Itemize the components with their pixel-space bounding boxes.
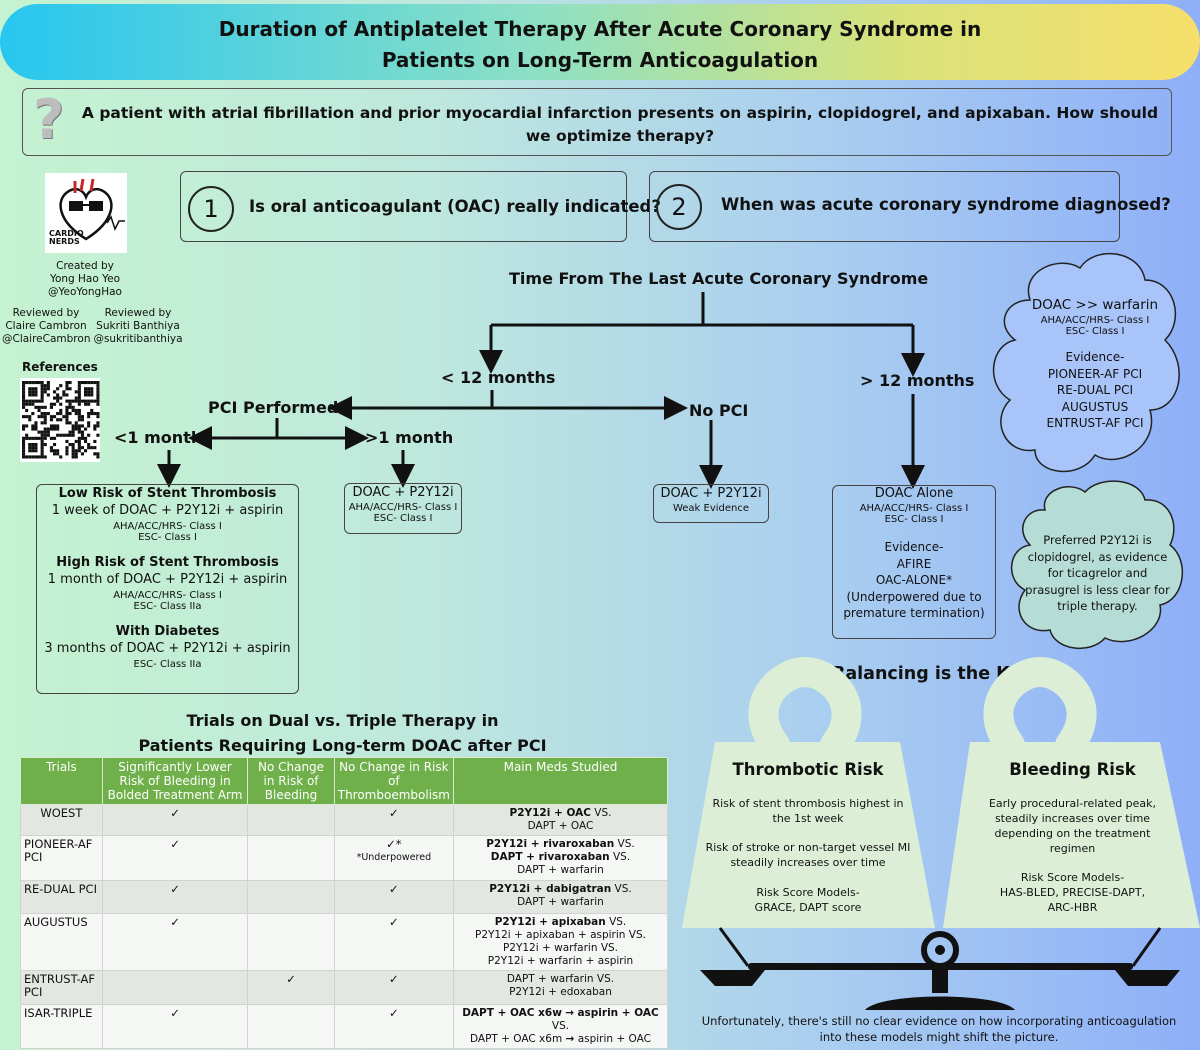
trials-table: Trials Significantly Lower Risk of Bleed… [20, 757, 669, 1049]
step-1-box [180, 171, 627, 242]
col-header-lower-bleeding: Significantly Lower Risk of Bleeding in … [101, 757, 249, 805]
logo-heart-icon [59, 178, 125, 241]
references-qr-code[interactable] [20, 378, 100, 462]
reviewer-1: Reviewed by Claire Cambron @ClaireCambro… [2, 307, 91, 345]
step-1-number: 1 [188, 186, 234, 232]
cloud-1-shape [993, 252, 1180, 472]
step-2-text: When was acute coronary syndrome diagnos… [721, 195, 1171, 214]
flow-lt12-label: < 12 months [441, 368, 556, 387]
box-less-than-1-month: Low Risk of Stent Thrombosis 1 week of D… [36, 484, 299, 694]
box-no-pci: DOAC + P2Y12i Weak Evidence [653, 484, 769, 523]
qr-code-icon [22, 381, 100, 459]
trials-title: Trials on Dual vs. Triple Therapy in Pat… [138, 711, 547, 755]
step-2-number: 2 [656, 184, 702, 230]
cloud-2-text: Preferred P2Y12i is clopidogrel, as evid… [1025, 533, 1170, 613]
col-header-no-change-bleeding: No Change in Risk of Bleeding [247, 757, 335, 805]
cloud-2-shape [1010, 480, 1184, 649]
flow-lt1-label: <1 month [114, 428, 203, 447]
title-banner [0, 4, 1200, 80]
table-row: ENTRUST-AF PCI ✓ ✓ DAPT + warfarin VS.P2… [20, 970, 669, 1005]
table-row: AUGUSTUS ✓ ✓ P2Y12i + apixaban VS.P2Y12i… [20, 913, 669, 971]
weight-right [943, 742, 1200, 928]
col-header-no-change-thromboembolism: No Change in Risk of Thromboembolism [333, 757, 454, 805]
question-mark-icon: ? [33, 88, 65, 151]
box-more-than-12-months: DOAC Alone AHA/ACC/HRS- Class I ESC- Cla… [832, 485, 996, 639]
reviewer-2: Reviewed by Sukriti Banthiya @sukritiban… [93, 307, 183, 345]
flow-nopci-label: No PCI [689, 401, 749, 420]
bleeding-risk-panel: Bleeding Risk Early procedural-related p… [988, 760, 1157, 914]
flow-pci-label: PCI Performed [208, 398, 339, 417]
col-header-main-meds: Main Meds Studied [452, 757, 669, 805]
weight-left [682, 742, 935, 928]
balance-title: Balancing is the KEY! [832, 664, 1043, 684]
page-title: Duration of Antiplatelet Therapy After A… [218, 17, 982, 72]
references-label: References [22, 360, 98, 374]
flow-gt12-label: > 12 months [860, 371, 975, 390]
flow-gt1-label: >1 month [365, 428, 454, 447]
box-gt12-evidence: Evidence- AFIRE OAC-ALONE* (Underpowered… [843, 540, 985, 620]
table-row: RE-DUAL PCI ✓ ✓ P2Y12i + dabigatran VS.D… [20, 880, 669, 914]
table-row: PIONEER-AF PCI ✓ ✓**Underpowered P2Y12i … [20, 835, 669, 881]
step-2-box [649, 171, 1120, 242]
thrombotic-risk-panel: Thrombotic Risk Risk of stent thrombosis… [705, 760, 911, 914]
weight-handle-left [748, 656, 1097, 760]
creator-credit: Created by Yong Hao Yeo @YeoYongHao [48, 260, 122, 298]
box-more-than-1-month: DOAC + P2Y12i AHA/ACC/HRS- Class I ESC- … [344, 483, 462, 534]
flow-root-label: Time From The Last Acute Coronary Syndro… [509, 269, 929, 288]
balance-footer-note: Unfortunately, there's still no clear ev… [701, 1014, 1177, 1044]
step-1-text: Is oral anticoagulant (OAC) really indic… [249, 197, 661, 216]
cloud-1-text: DOAC >> warfarin AHA/ACC/HRS- Class I ES… [1031, 297, 1159, 430]
question-box [22, 88, 1172, 156]
scale-stand [700, 927, 1180, 1010]
table-row: ISAR-TRIPLE ✓ ✓ DAPT + OAC x6w → aspirin… [20, 1004, 669, 1049]
question-text: A patient with atrial fibrillation and p… [81, 104, 1159, 145]
